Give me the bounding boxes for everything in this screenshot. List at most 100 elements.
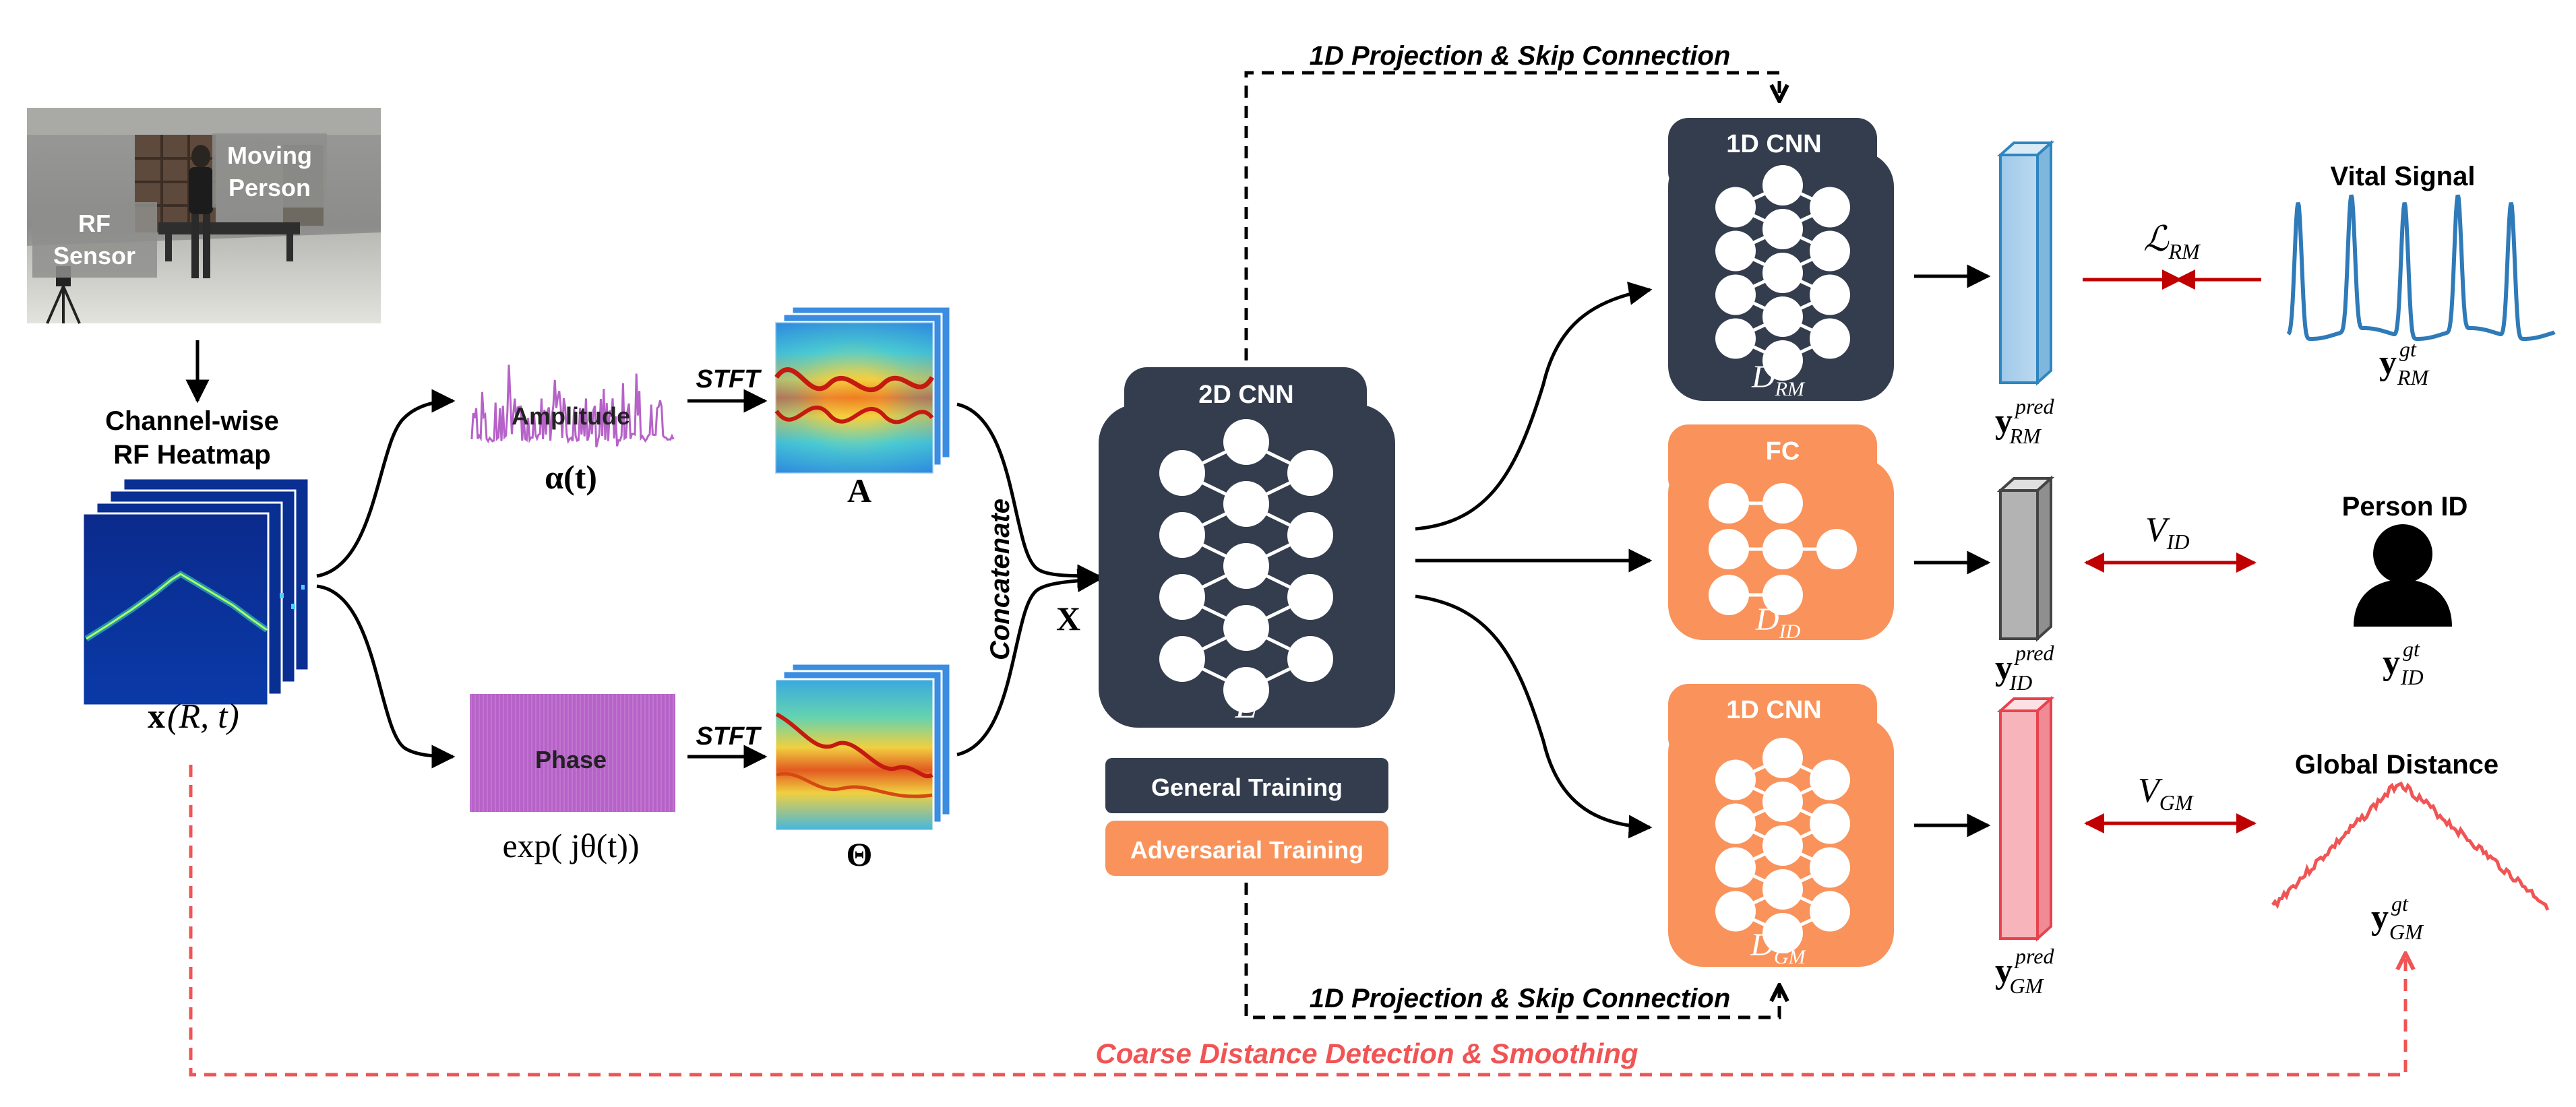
phase-spectrogram-stack	[774, 662, 952, 832]
network-node	[1715, 891, 1756, 932]
network-node	[1715, 187, 1756, 228]
amplitude-waveform	[470, 365, 675, 448]
decoder-rm-title: 1D CNN	[1726, 130, 1821, 158]
network-node	[1762, 209, 1803, 249]
input-symbol: X	[1056, 600, 1080, 637]
svg-text:VID: VID	[2145, 511, 2190, 554]
loss-rm: ℒRM	[2083, 220, 2261, 290]
network-node	[1810, 274, 1850, 315]
decoder-id-title: FC	[1766, 437, 1800, 466]
scene-photo: Moving Person RF Sensor	[27, 108, 381, 324]
network-node	[1816, 529, 1857, 569]
decoder-gm-network-icon	[1715, 738, 1850, 953]
network-node	[1715, 847, 1756, 888]
encoder-2d-cnn: 2D CNN E	[1099, 367, 1395, 728]
encoder-symbol: E	[1235, 685, 1258, 726]
amplitude-label: Amplitude	[512, 402, 630, 430]
prediction-bar-id	[1996, 475, 2055, 642]
heatmap-to-phase-arrow	[316, 584, 456, 769]
decoder-gm-symbol: DGM	[1750, 927, 1806, 968]
amp-to-encoder-arrow	[956, 402, 1101, 588]
phase-label: Phase	[535, 746, 607, 773]
vital-signal-title: Vital Signal	[2331, 162, 2476, 191]
network-node	[1159, 512, 1205, 558]
encoder-to-gm-arrow	[1415, 594, 1653, 839]
prediction-bar-gm	[1996, 695, 2055, 942]
skip-connection-top	[1244, 71, 1779, 360]
skip-connection-bottom-label: 1D Projection & Skip Connection	[1310, 984, 1731, 1013]
prediction-bar-rm	[1996, 139, 2055, 386]
network-node	[1810, 847, 1850, 888]
heatmap-to-amplitude-arrow	[316, 389, 456, 578]
network-node	[1223, 605, 1269, 651]
network-node	[1762, 529, 1803, 569]
phase-symbol: exp( jθ(t))	[502, 827, 639, 864]
network-node	[1810, 187, 1850, 228]
decoder-gm-title: 1D CNN	[1726, 696, 1821, 724]
svg-text:(R, t): (R, t)	[167, 697, 239, 736]
network-node	[1287, 450, 1333, 496]
decoder-id: FC DID	[1668, 424, 1894, 643]
stft-bottom-label: STFT	[696, 722, 762, 751]
concatenate-label: Concatenate	[985, 499, 1015, 660]
amplitude-spectrogram-stack	[774, 305, 952, 475]
svg-text:x: x	[148, 697, 165, 736]
decoder-id-symbol: DID	[1755, 602, 1801, 643]
encoder-network-icon	[1159, 419, 1333, 713]
network-node	[1715, 803, 1756, 844]
loss-gm: VGM	[2084, 771, 2257, 833]
network-node	[1810, 803, 1850, 844]
network-node	[1810, 230, 1850, 272]
network-node	[1762, 738, 1803, 778]
coarse-distance-path	[189, 765, 2405, 1077]
person-id-title: Person ID	[2342, 492, 2468, 521]
network-node	[1287, 512, 1333, 558]
rf-sensor-label-line1: RF	[78, 210, 111, 237]
network-node	[1762, 782, 1803, 822]
decoder-gm: 1D CNN DGM	[1668, 684, 1894, 968]
encoder-title: 2D CNN	[1198, 381, 1293, 409]
network-node	[1287, 636, 1333, 682]
network-node	[1762, 575, 1803, 615]
network-node	[1762, 340, 1803, 381]
moving-person-label-line1: Moving	[227, 141, 312, 169]
decoder-id-network-icon	[1709, 483, 1857, 615]
general-training-label: General Training	[1151, 773, 1343, 801]
network-node	[1223, 543, 1269, 589]
network-node	[1762, 296, 1803, 337]
network-node	[1223, 667, 1269, 713]
decoder-rm-network-icon	[1715, 165, 1850, 381]
person-id-icon	[2354, 524, 2452, 627]
network-node	[1709, 483, 1749, 524]
decoder-rm-symbol: DRM	[1751, 359, 1806, 400]
network-node	[1762, 869, 1803, 910]
phase-spectrogram-symbol: Θ	[847, 835, 873, 873]
coarse-distance-label: Coarse Distance Detection & Smoothing	[1095, 1038, 1638, 1069]
amplitude-symbol: α(t)	[545, 458, 597, 496]
amplitude-spectrogram-symbol: A	[847, 472, 871, 509]
rf-heatmap-stack	[82, 477, 310, 707]
network-node	[1287, 574, 1333, 620]
network-node	[1159, 450, 1205, 496]
network-node	[1159, 574, 1205, 620]
network-node	[1810, 318, 1850, 359]
network-node	[1762, 253, 1803, 293]
vital-signal-waveform	[2286, 194, 2556, 341]
network-node	[1709, 529, 1749, 569]
skip-connection-bottom	[1244, 883, 1779, 1019]
global-distance-waveform	[2271, 781, 2550, 911]
loss-id: VID	[2084, 511, 2257, 573]
network-node	[1223, 419, 1269, 465]
network-node	[1159, 636, 1205, 682]
network-node	[1810, 759, 1850, 800]
svg-text:ℒRM: ℒRM	[2143, 220, 2201, 263]
network-node	[1715, 230, 1756, 272]
moving-person-label-line2: Person	[228, 174, 311, 201]
